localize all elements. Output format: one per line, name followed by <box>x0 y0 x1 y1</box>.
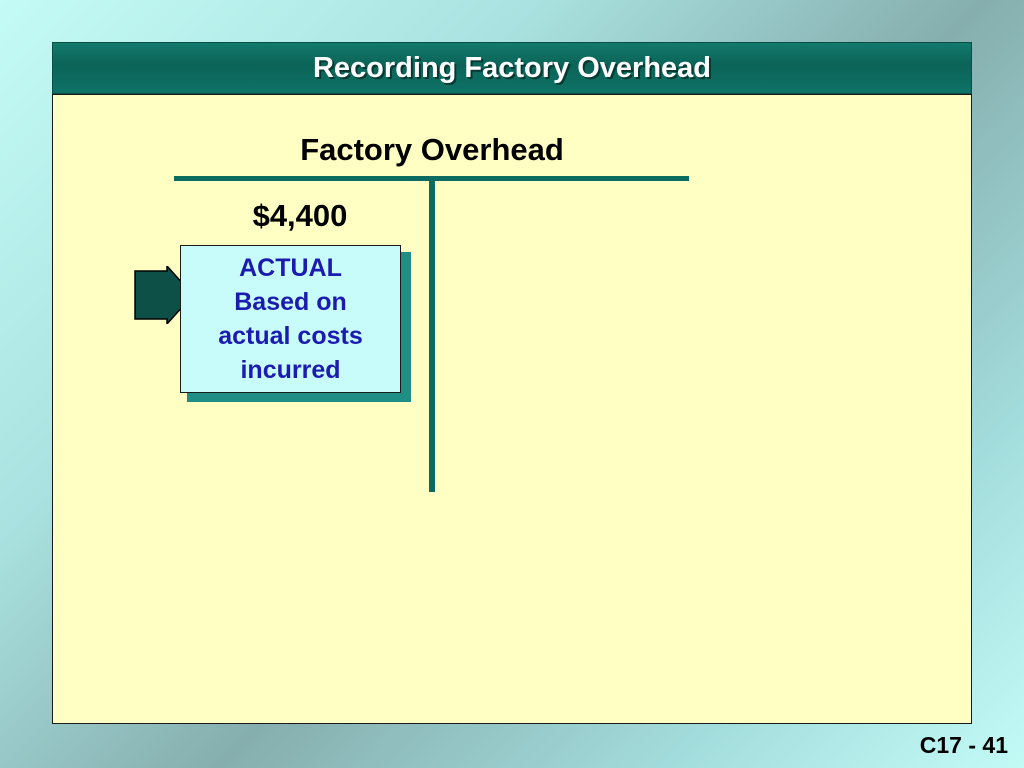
callout-line-actual: ACTUAL <box>239 254 342 282</box>
content-panel <box>52 94 972 724</box>
callout-line-based-on: Based on <box>234 288 347 316</box>
slide-number: C17 - 41 <box>919 732 1008 758</box>
callout-line-incurred: incurred <box>240 356 341 384</box>
slide-title: Recording Factory Overhead <box>312 51 712 84</box>
t-account-vertical-line <box>429 181 435 492</box>
debit-amount: $4,400 <box>252 198 348 233</box>
t-account-name: Factory Overhead <box>300 132 564 167</box>
callout-box: ACTUAL Based on actual costs incurred <box>180 245 401 393</box>
t-account-horizontal-line <box>174 176 689 181</box>
callout-line-actual-costs: actual costs <box>218 322 363 350</box>
title-bar: Recording Factory Overhead <box>52 42 972 94</box>
